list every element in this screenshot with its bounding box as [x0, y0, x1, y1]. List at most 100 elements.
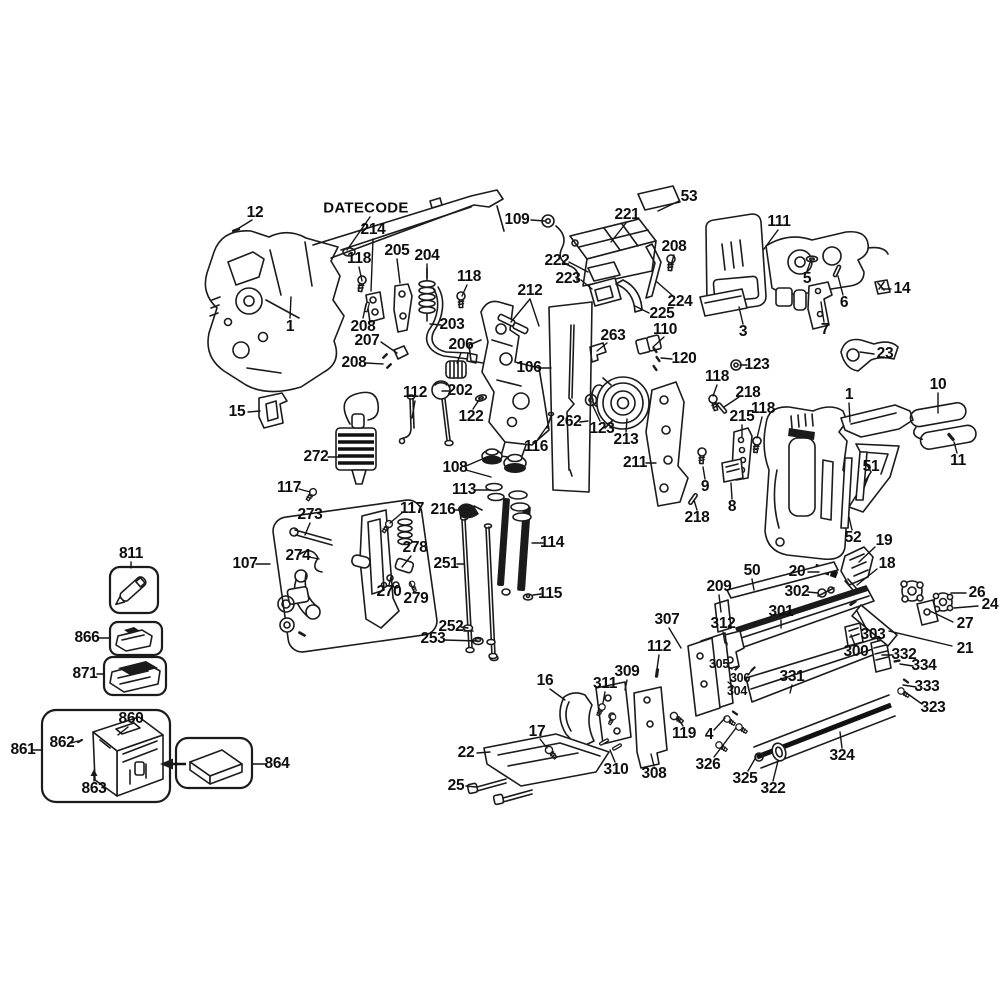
knob-206 [445, 360, 467, 379]
box-861 [40, 708, 172, 804]
clip-302 [817, 586, 835, 598]
leader-line [657, 200, 680, 212]
part-label-14: 14 [893, 280, 911, 297]
part-label-25: 25 [447, 777, 465, 794]
part-label-115: 115 [537, 585, 563, 602]
part-label-120: 120 [671, 350, 697, 367]
part-label-863: 863 [81, 780, 107, 797]
part-label-216: 216 [430, 501, 456, 518]
part-label-113: 113 [451, 481, 477, 498]
part-label-6: 6 [839, 294, 849, 311]
bracket-15 [258, 392, 288, 429]
leader-line [539, 738, 548, 749]
part-label-108: 108 [442, 459, 468, 476]
leader-line [751, 578, 755, 591]
part-label-204: 204 [414, 247, 440, 264]
part-label-308: 308 [641, 765, 667, 782]
leader-line [380, 341, 398, 354]
part-label-16: 16 [536, 672, 554, 689]
leader-line [652, 336, 665, 348]
leader-line [411, 400, 416, 419]
leader-line [902, 684, 917, 688]
leader-line [953, 441, 958, 454]
part-label-123: 123 [744, 356, 770, 373]
leader-line [772, 760, 779, 782]
clip-8 [721, 458, 744, 483]
part-label-23: 23 [876, 345, 894, 362]
leader-line [625, 418, 628, 433]
part-label-221: 221 [614, 206, 640, 223]
leader-line [899, 663, 914, 667]
leader-line [713, 727, 737, 758]
part-label-5: 5 [802, 270, 812, 287]
part-label-206: 206 [448, 336, 474, 353]
leader-line [510, 298, 531, 323]
part-label-215: 215 [729, 408, 755, 425]
part-label-864: 864 [264, 755, 290, 772]
knob-26 [900, 580, 924, 603]
marker-icon [115, 576, 147, 606]
part-label-253: 253 [420, 630, 446, 647]
part-label-272: 272 [303, 448, 329, 465]
part-label-333: 333 [914, 678, 940, 695]
leader-line [388, 576, 392, 586]
leader-line [676, 716, 684, 727]
part-label-21: 21 [956, 640, 974, 657]
part-label-300: 300 [843, 643, 869, 660]
leader-line [837, 275, 844, 296]
kit-arrow [160, 758, 186, 770]
part-label-208: 208 [341, 354, 367, 371]
leader-line [856, 568, 878, 586]
leader-line [806, 259, 812, 272]
leader-line [460, 626, 469, 629]
ring-123-left [584, 393, 598, 407]
spring-204 [418, 267, 436, 322]
part-label-304: 304 [727, 684, 747, 698]
leader-line [634, 305, 650, 314]
leader-line [856, 610, 867, 629]
leader-line [529, 298, 540, 327]
part-label-19: 19 [875, 532, 893, 549]
plate-27 [916, 599, 939, 626]
part-label-107: 107 [232, 555, 258, 572]
part-label-223: 223 [555, 270, 581, 287]
leader-line [472, 399, 480, 410]
part-label-119: 119 [671, 725, 697, 742]
part-label-17: 17 [528, 723, 546, 740]
leader-line [537, 424, 549, 440]
bracket-308 [633, 686, 668, 769]
part-label-307: 307 [654, 611, 680, 628]
part-label-118: 118 [704, 368, 730, 385]
clip-14 [874, 279, 891, 295]
leader-line [722, 631, 726, 644]
part-label-301: 301 [768, 603, 794, 620]
oval-322 [771, 742, 787, 762]
leader-line [365, 362, 384, 365]
part-label-214: 214 [360, 221, 386, 238]
part-label-251: 251 [433, 555, 459, 572]
part-label-208: 208 [350, 318, 376, 335]
part-label-274: 274 [285, 547, 311, 564]
leader-line [747, 669, 753, 676]
strap-224 [645, 243, 662, 299]
part-label-27: 27 [956, 615, 974, 632]
pushrod-202 [431, 380, 454, 447]
leader-line [465, 469, 492, 478]
leader-line [532, 593, 542, 596]
part-label-116: 116 [523, 438, 549, 455]
arrow-863 [90, 769, 98, 776]
leader-line [370, 238, 374, 292]
leader-line [656, 281, 674, 297]
leader-line [308, 556, 320, 560]
strip-52 [840, 457, 853, 529]
leader-line [443, 639, 479, 642]
leader-line [670, 254, 675, 266]
part-label-871: 871 [72, 665, 98, 682]
part-label-117: 117 [276, 479, 302, 496]
leader-line [730, 482, 733, 500]
strap-225 [615, 279, 643, 313]
part-label-15: 15 [228, 403, 246, 420]
leader-line [850, 634, 856, 646]
nosepiece-16 [559, 692, 595, 749]
